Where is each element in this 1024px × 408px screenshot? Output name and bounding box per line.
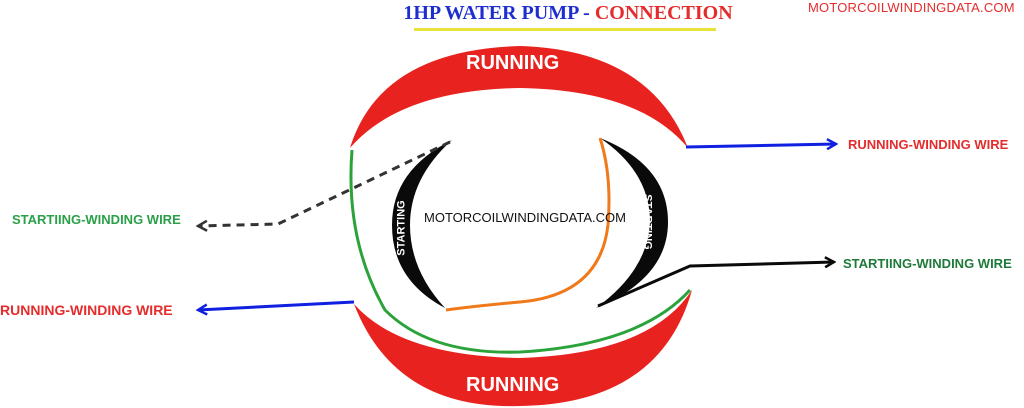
page-title: 1HP WATER PUMP - CONNECTION bbox=[398, 0, 738, 34]
orange-connection-wire bbox=[445, 137, 611, 312]
title-part-1: 1HP WATER PUMP - bbox=[403, 2, 595, 24]
running-coil-top-label: RUNNING bbox=[466, 52, 560, 74]
starting-coil-right-label: STARTING bbox=[641, 194, 654, 250]
starting-wire-right bbox=[597, 262, 834, 308]
running-wire-left bbox=[198, 300, 355, 310]
starting-coil-left-label: STARTING bbox=[395, 200, 408, 256]
starting-coil-right bbox=[596, 138, 668, 308]
starting-winding-wire-right-label: STARTIING-WINDING WIRE bbox=[843, 256, 1012, 271]
running-coil-bottom bbox=[354, 290, 692, 407]
running-coil-bottom-label: RUNNING bbox=[466, 374, 560, 396]
green-connection-wire bbox=[349, 149, 692, 354]
running-winding-wire-left-label: RUNNING-WINDING WIRE bbox=[0, 302, 173, 318]
starting-wire-left bbox=[198, 140, 451, 226]
running-winding-wire-right-label: RUNNING-WINDING WIRE bbox=[848, 137, 1009, 152]
starting-coil-left bbox=[392, 140, 452, 308]
title-underline bbox=[414, 28, 716, 31]
running-wire-right bbox=[685, 144, 836, 147]
title-part-2: CONNECTION bbox=[594, 2, 733, 24]
starting-winding-wire-left-label: STARTIING-WINDING WIRE bbox=[12, 212, 181, 227]
running-coil-top bbox=[350, 46, 688, 148]
site-watermark: MOTORCOILWINDINGDATA.COM bbox=[808, 0, 1015, 15]
center-watermark: MOTORCOILWINDINGDATA.COM bbox=[424, 210, 626, 225]
